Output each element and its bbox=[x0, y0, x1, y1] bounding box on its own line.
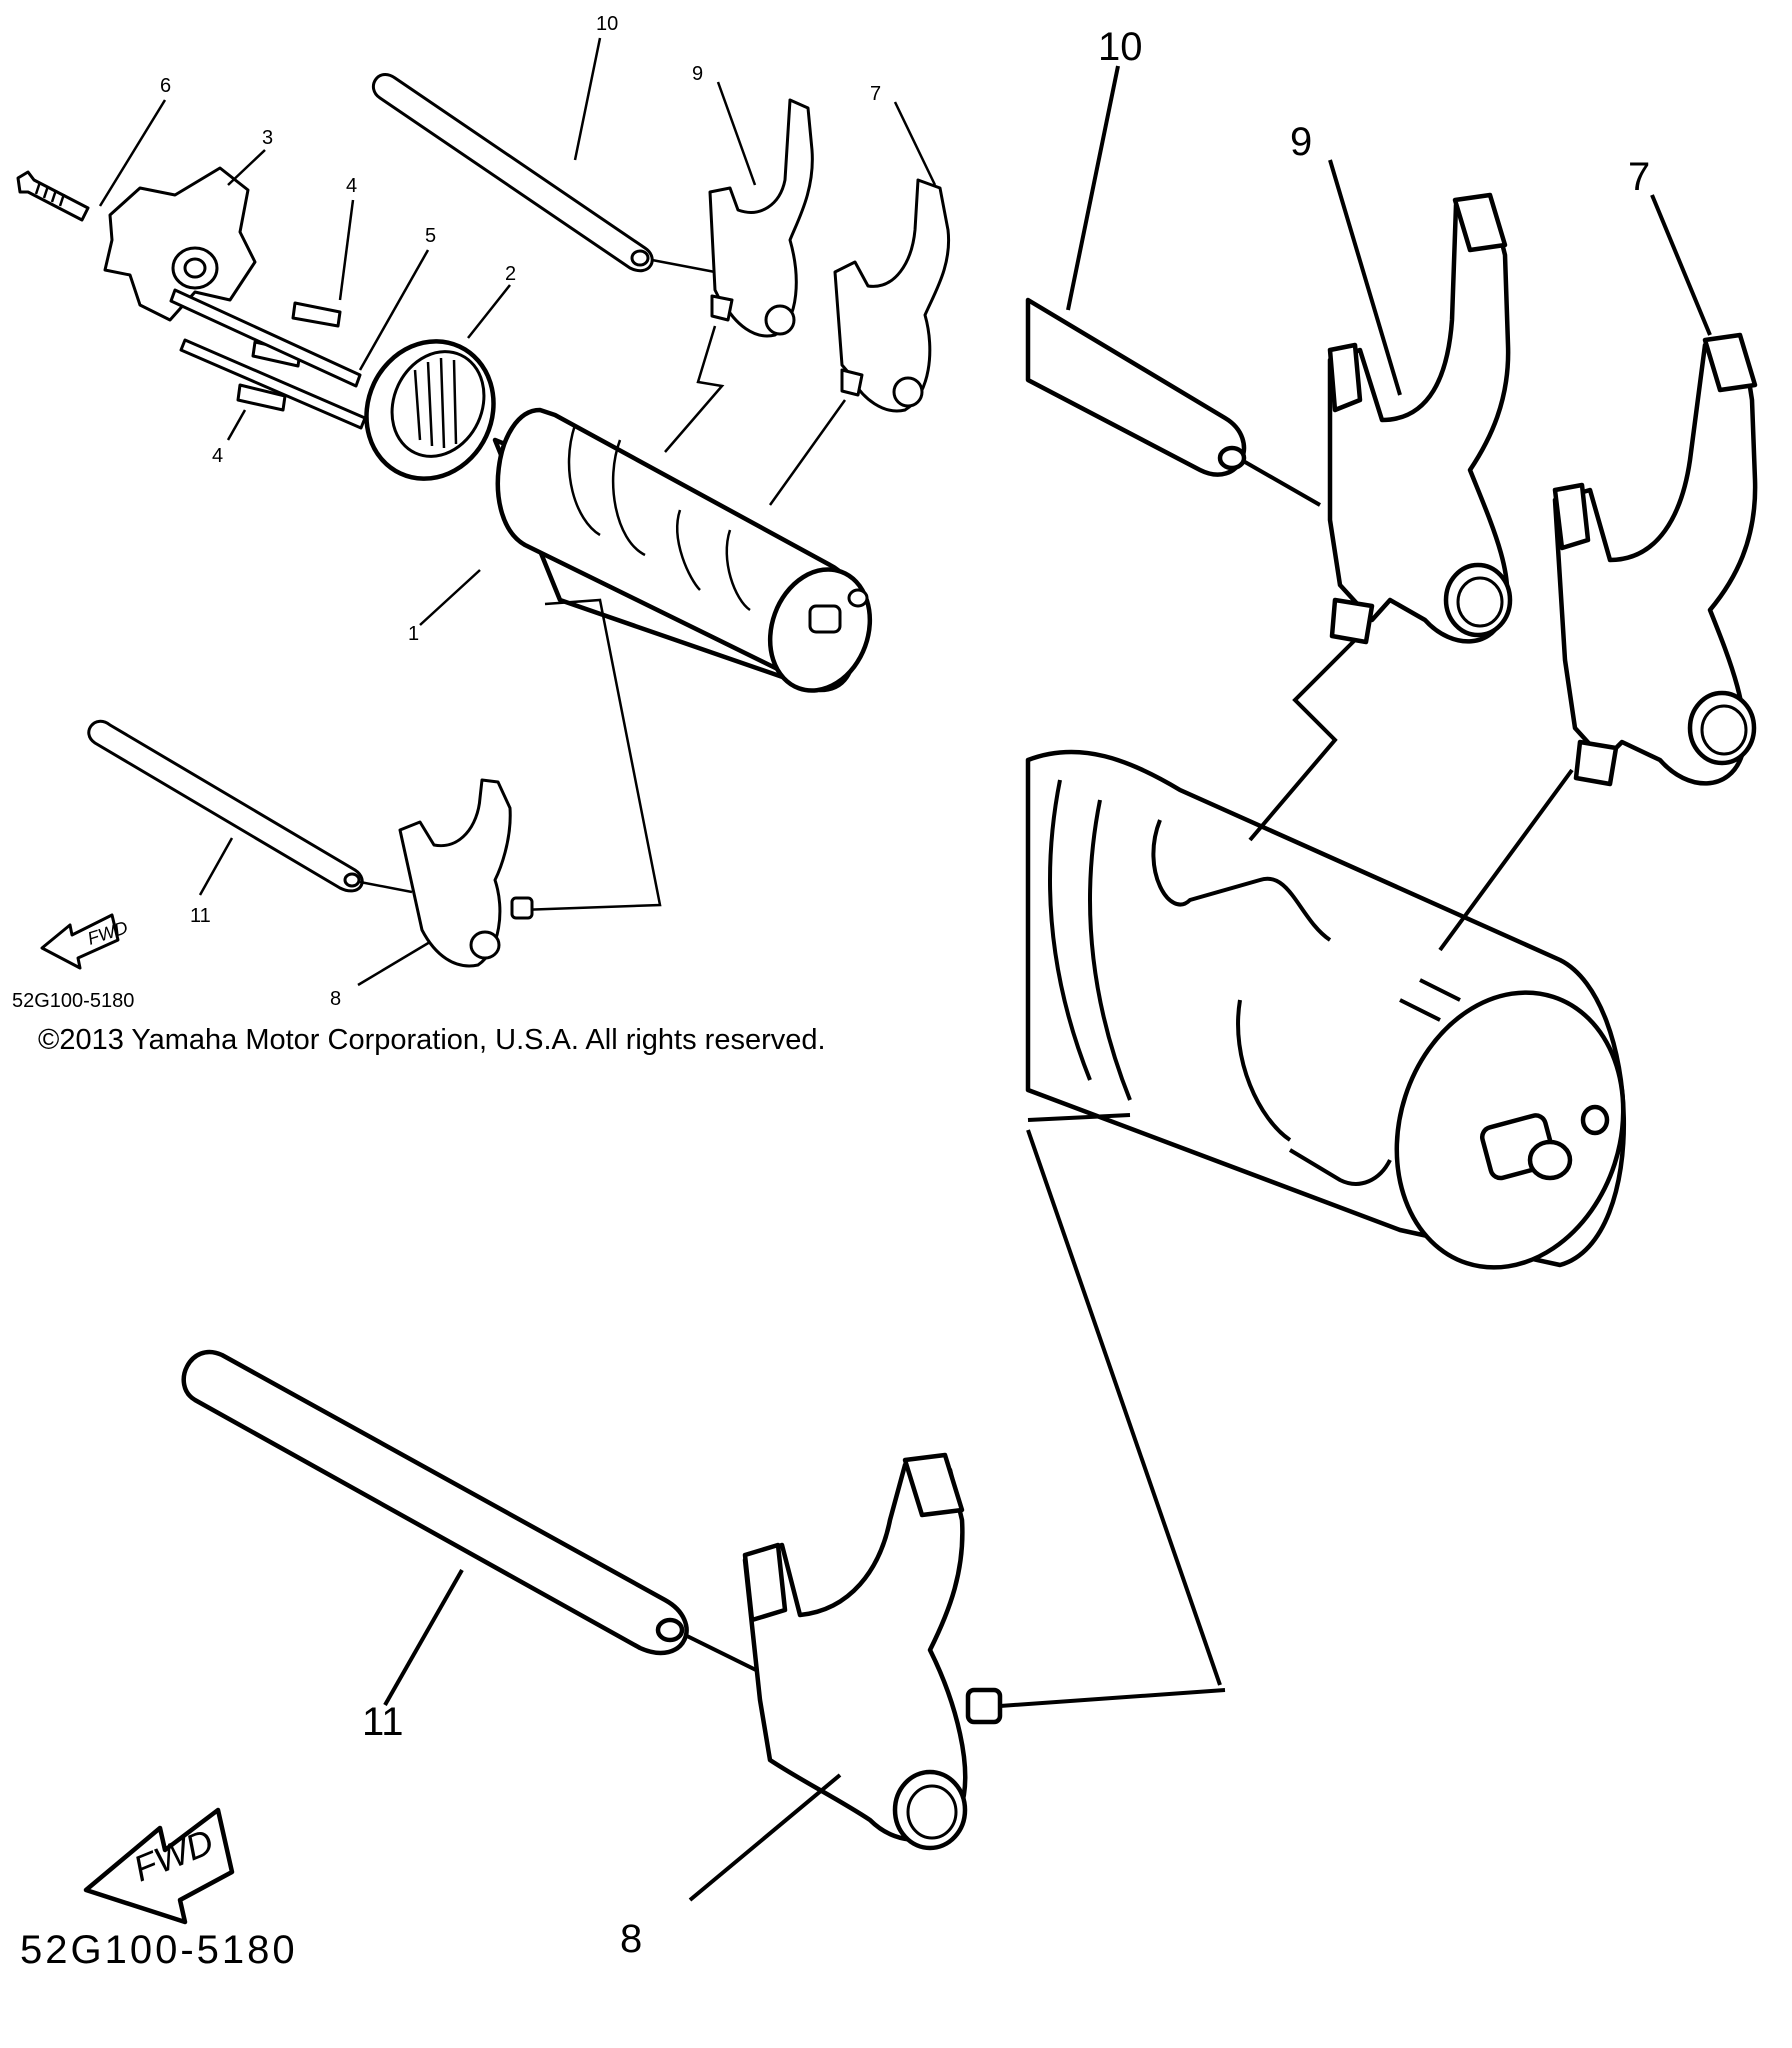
part-5-pin bbox=[169, 288, 367, 430]
zoom-part-9-fork bbox=[1327, 192, 1513, 645]
part-4-pins bbox=[236, 301, 342, 412]
zoom-callout-10: 10 bbox=[1098, 25, 1143, 69]
zoom-part-8-fork bbox=[742, 1452, 1003, 1851]
leader-11 bbox=[198, 837, 234, 896]
leader-2 bbox=[467, 284, 511, 339]
connector-8 bbox=[519, 598, 662, 912]
callout-3: 3 bbox=[262, 127, 273, 149]
zoom-connector-8 bbox=[1026, 1129, 1222, 1686]
part-7-fork bbox=[833, 178, 951, 413]
leader-9 bbox=[716, 81, 757, 186]
part-8-fork bbox=[398, 778, 534, 968]
leader-5 bbox=[358, 249, 430, 371]
leader-4a bbox=[338, 199, 355, 301]
zoom-leader-8 bbox=[688, 1773, 842, 1902]
zoom-leader-10-link bbox=[1244, 460, 1321, 507]
zoom-fwd-arrow-icon bbox=[83, 1807, 235, 1925]
leader-8 bbox=[357, 940, 431, 987]
callout-7: 7 bbox=[870, 83, 881, 105]
callout-4b: 4 bbox=[212, 445, 223, 467]
leader-1 bbox=[419, 569, 481, 626]
part-6-bolt bbox=[16, 170, 90, 222]
zoom-callout-11: 11 bbox=[362, 1700, 404, 1744]
leader-10-link bbox=[651, 258, 716, 274]
zoom-connector-drum bbox=[1027, 1113, 1131, 1122]
callout-1: 1 bbox=[408, 623, 419, 645]
part-11-shaft bbox=[87, 719, 364, 893]
leader-3 bbox=[227, 149, 266, 186]
zoom-part-10-shaft bbox=[1025, 297, 1247, 477]
callout-5: 5 bbox=[425, 225, 436, 247]
part-2-bearing bbox=[364, 339, 496, 481]
zoom-leader-9 bbox=[1328, 159, 1402, 396]
zoom-connector-8b bbox=[999, 1688, 1226, 1708]
callout-4a: 4 bbox=[346, 175, 357, 197]
leader-10 bbox=[573, 37, 602, 161]
diagram-code: 52G100-5180 bbox=[12, 990, 134, 1012]
connector-9 bbox=[664, 325, 725, 453]
connector-7 bbox=[768, 399, 847, 506]
callout-9: 9 bbox=[692, 63, 703, 85]
zoom-connector-9 bbox=[1248, 638, 1357, 842]
zoom-diagram-code: 52G100-5180 bbox=[20, 1928, 298, 1972]
zoom-leader-7 bbox=[1650, 194, 1712, 336]
zoom-callout-7: 7 bbox=[1628, 155, 1650, 199]
zoom-right-diagram: 10 9 7 bbox=[1025, 25, 1758, 1686]
zoom-leader-11-link bbox=[684, 1633, 761, 1674]
zoom-part-1-shift-drum bbox=[1025, 749, 1627, 1270]
part-1-shift-drum bbox=[492, 407, 873, 693]
overview-diagram: FWD 52G100-5180 10 9 7 6 3 4 5 2 4 1 11 … bbox=[12, 13, 951, 1012]
callout-6: 6 bbox=[160, 75, 171, 97]
zoom-leader-10 bbox=[1066, 65, 1120, 311]
zoom-callout-9: 9 bbox=[1290, 120, 1312, 164]
callout-10: 10 bbox=[596, 13, 618, 35]
zoom-part-7-fork bbox=[1552, 332, 1758, 787]
callout-8: 8 bbox=[330, 988, 341, 1010]
part-3-segment bbox=[103, 166, 257, 322]
zoom-callout-8: 8 bbox=[620, 1917, 642, 1961]
callout-11: 11 bbox=[190, 905, 211, 927]
leader-11-link bbox=[359, 880, 413, 894]
leader-4b bbox=[226, 409, 247, 441]
zoom-bottom-diagram: FWD 11 8 52G100-5180 bbox=[20, 1349, 1226, 1972]
copyright-notice: ©2013 Yamaha Motor Corporation, U.S.A. A… bbox=[38, 1024, 826, 1056]
zoom-connector-7 bbox=[1438, 768, 1574, 952]
zoom-leader-11 bbox=[383, 1569, 464, 1706]
callout-2: 2 bbox=[505, 263, 516, 285]
zoom-part-11-shaft bbox=[181, 1349, 689, 1656]
leader-7 bbox=[893, 101, 937, 186]
fwd-arrow-icon bbox=[40, 913, 120, 970]
part-10-shaft bbox=[371, 73, 654, 272]
leader-6 bbox=[98, 99, 167, 207]
part-9-fork bbox=[708, 98, 814, 338]
